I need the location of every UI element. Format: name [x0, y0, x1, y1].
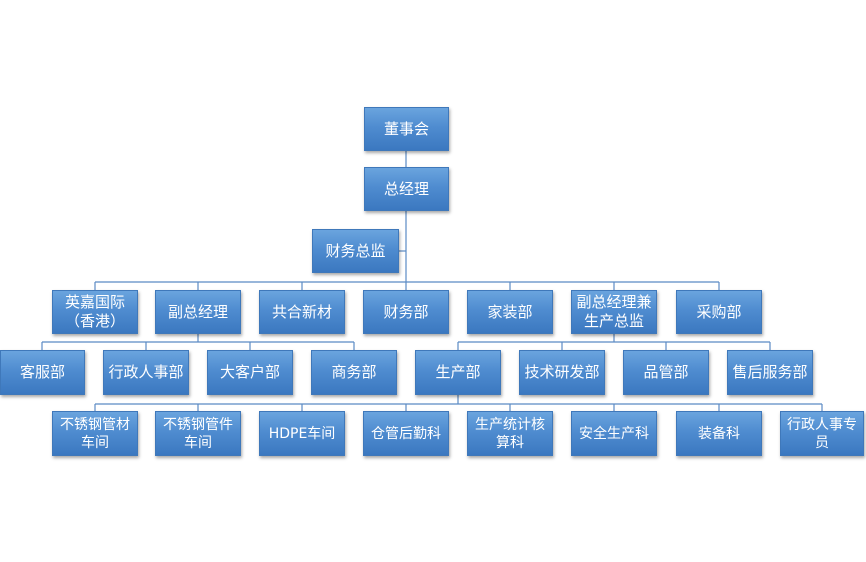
- node-yingjia-hk: 英嘉国际 （香港）: [52, 290, 138, 334]
- node-rnd-dept: 技术研发部: [519, 350, 605, 395]
- node-customer-service: 客服部: [0, 350, 85, 395]
- node-finance-director: 财务总监: [312, 229, 399, 273]
- node-admin-hr: 行政人事部: [103, 350, 189, 395]
- node-safety-production: 安全生产科: [571, 411, 657, 456]
- node-steel-fitting-workshop: 不锈钢管件 车间: [155, 411, 241, 456]
- node-steel-pipe-workshop: 不锈钢管材 车间: [52, 411, 138, 456]
- node-deputy-gm-production: 副总经理兼 生产总监: [571, 290, 657, 334]
- node-hdpe-workshop: HDPE车间: [259, 411, 345, 456]
- node-general-manager: 总经理: [364, 167, 449, 211]
- node-business-dept: 商务部: [311, 350, 397, 395]
- node-production-accounting: 生产统计核 算科: [467, 411, 553, 456]
- node-warehouse-logistics: 仓管后勤科: [363, 411, 449, 456]
- node-finance-dept: 财务部: [363, 290, 449, 334]
- node-board: 董事会: [364, 107, 449, 151]
- node-key-accounts: 大客户部: [207, 350, 293, 395]
- node-after-sales: 售后服务部: [727, 350, 813, 395]
- node-gonghe-materials: 共合新材: [259, 290, 345, 334]
- node-purchasing-dept: 采购部: [676, 290, 762, 334]
- node-quality-dept: 品管部: [623, 350, 709, 395]
- node-home-decor-dept: 家装部: [467, 290, 553, 334]
- node-admin-hr-specialist: 行政人事专 员: [780, 411, 864, 456]
- node-equipment-section: 装备科: [676, 411, 762, 456]
- node-production-dept: 生产部: [415, 350, 501, 395]
- node-deputy-gm: 副总经理: [155, 290, 241, 334]
